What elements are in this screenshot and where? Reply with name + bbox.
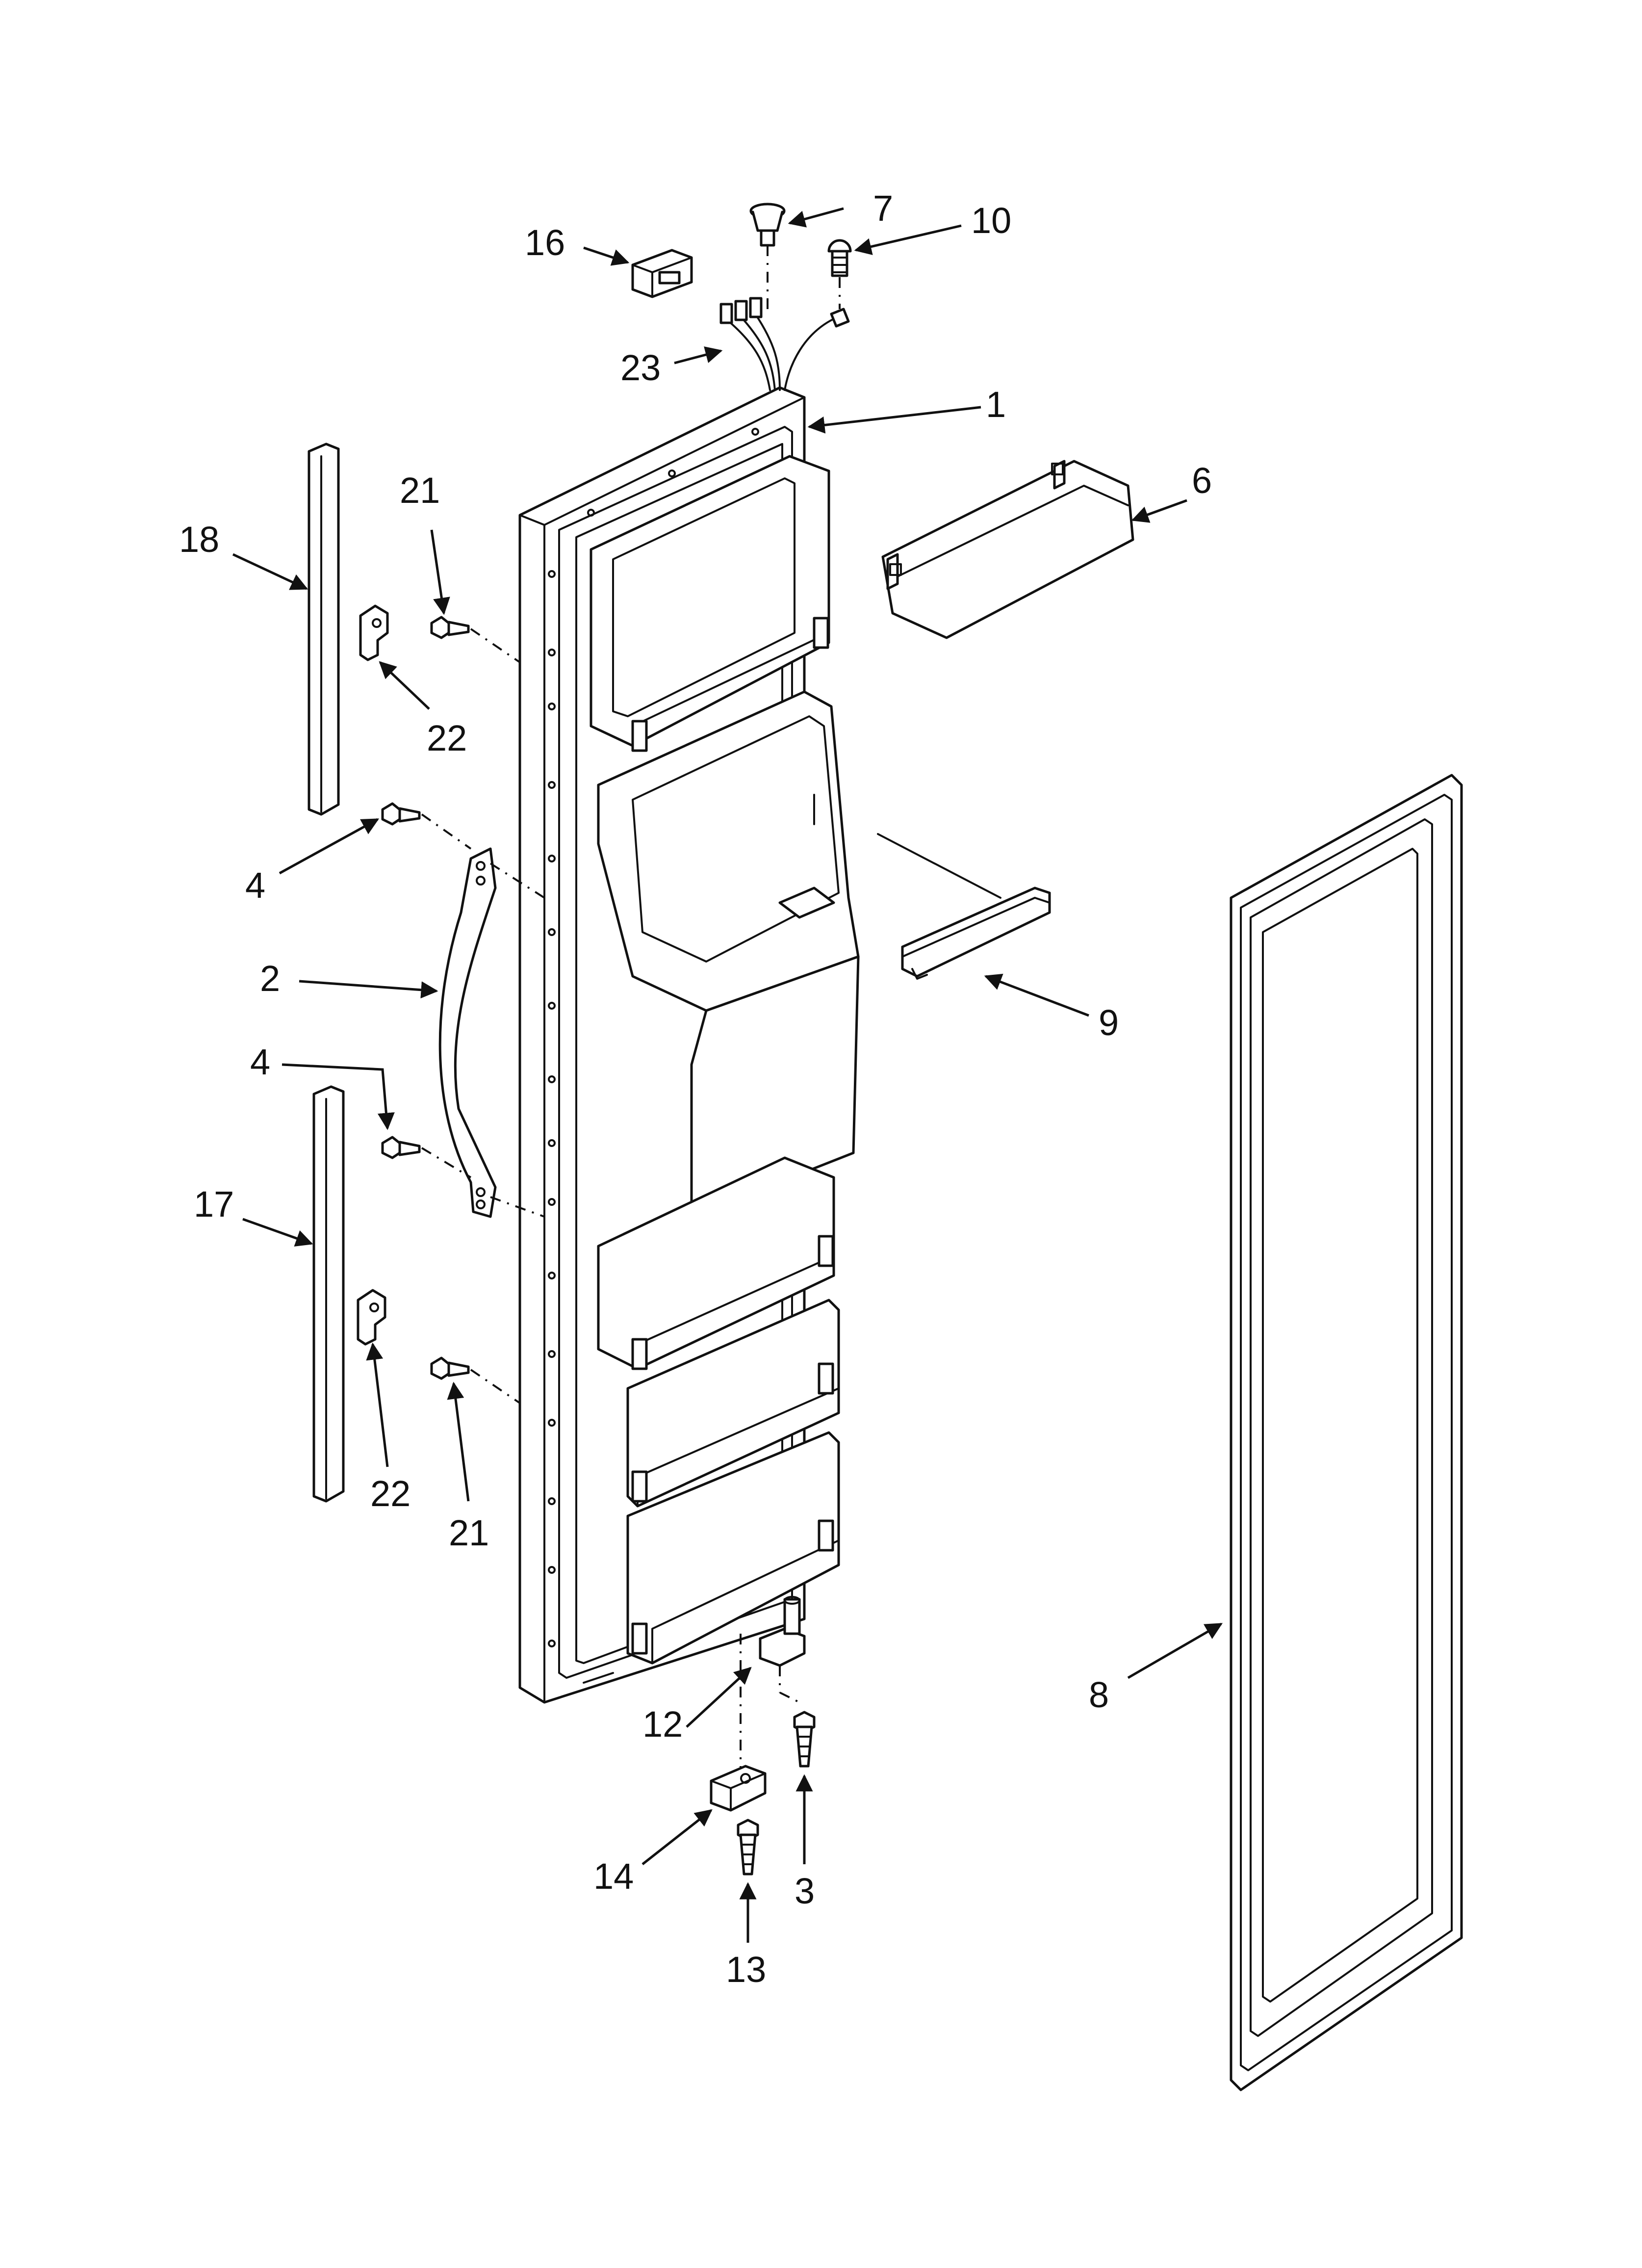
screw-3 [793, 1711, 816, 1768]
callout-23: 23 [620, 347, 661, 388]
callout-4b: 4 [250, 1042, 270, 1082]
door-handle [438, 847, 497, 1218]
callout-3: 3 [795, 1871, 815, 1911]
door-panel [518, 386, 860, 1704]
callout-22b: 22 [370, 1473, 410, 1514]
callout-21b: 21 [449, 1512, 489, 1553]
callout-9: 9 [1099, 1002, 1119, 1043]
door-gasket [1230, 774, 1463, 2091]
light-socket [749, 203, 786, 247]
trim-strip-upper [308, 443, 340, 816]
callout-13: 13 [726, 1949, 766, 1990]
callout-8: 8 [1089, 1674, 1109, 1715]
callout-labels: 1 2 3 4 4 6 7 8 9 10 12 13 14 16 17 18 2… [179, 188, 1212, 1990]
screw-13 [737, 1819, 759, 1876]
screw-21-lower [430, 1356, 470, 1380]
callout-21a: 21 [400, 470, 440, 511]
callout-2: 2 [260, 958, 280, 999]
connector-block [631, 249, 693, 298]
callout-leaders [232, 207, 1223, 1943]
wire-harness [719, 297, 850, 391]
trim-strip [901, 886, 1051, 980]
callout-16: 16 [525, 222, 565, 263]
trim-strip-lower [312, 1085, 345, 1503]
callout-22a: 22 [427, 718, 467, 758]
hinge-bracket [710, 1765, 767, 1812]
clip-lower [357, 1289, 386, 1346]
callout-17: 17 [194, 1184, 234, 1225]
callout-4a: 4 [245, 865, 265, 906]
door-bin [881, 460, 1134, 639]
callout-7: 7 [873, 188, 893, 229]
callout-6: 6 [1192, 460, 1212, 501]
screw-4-lower [381, 1136, 421, 1159]
callout-18: 18 [179, 519, 219, 560]
callout-14: 14 [593, 1856, 634, 1897]
screw-21-upper [430, 616, 470, 639]
callout-12: 12 [642, 1704, 683, 1745]
screw-4-upper [381, 802, 421, 826]
clip-upper [359, 604, 389, 661]
callout-1: 1 [986, 384, 1006, 425]
callout-10: 10 [971, 200, 1011, 241]
hinge-pin [759, 1596, 806, 1667]
screw-10 [827, 239, 852, 277]
